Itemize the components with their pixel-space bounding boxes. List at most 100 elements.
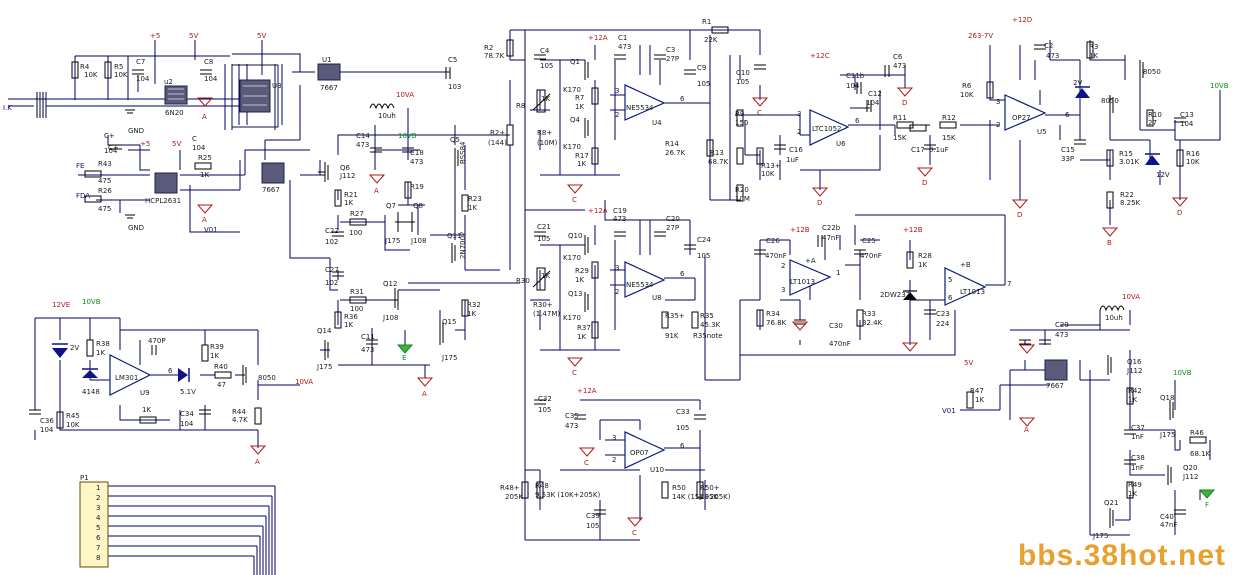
resistor-value: 1K xyxy=(575,276,584,284)
resistor-value: 78.7K xyxy=(484,52,505,60)
capacitor-value: 104 xyxy=(204,75,218,83)
capacitor-value: 470nF xyxy=(860,252,882,260)
pin-number: 1 xyxy=(836,269,840,277)
connector-pin: 5 xyxy=(96,524,100,532)
net-label: +12B xyxy=(903,226,923,234)
capacitor-ref: C35 xyxy=(565,412,579,420)
capacitor-value: 0.1uF xyxy=(929,146,949,154)
diode-label: 2V xyxy=(1073,79,1082,87)
capacitor-value: 27P xyxy=(666,224,679,232)
resistor-value: 1K xyxy=(467,310,476,318)
capacitor-ref: C9 xyxy=(697,64,706,72)
capacitor-ref: C14 xyxy=(356,132,370,140)
transistor-part: 8050 xyxy=(258,374,276,382)
ground-symbols xyxy=(125,87,1216,527)
resistor-ref: R42 xyxy=(1128,387,1142,395)
capacitor-ref: C6 xyxy=(893,53,903,61)
transistor-part: J108 xyxy=(382,314,398,322)
resistor-value: 15K xyxy=(942,134,956,142)
opamp-label: U5 xyxy=(1037,128,1047,136)
opamp-label: LT1013 xyxy=(960,288,985,296)
resistor-value: 32.4K xyxy=(862,319,883,327)
resistor-ref: R16 xyxy=(1186,150,1200,158)
capacitor-value: 105 xyxy=(676,424,689,432)
inductor-label: 10uh xyxy=(378,112,396,120)
resistor-value: 1K xyxy=(1128,490,1137,498)
resistor-ref: R38 xyxy=(96,340,110,348)
ground-letter: C xyxy=(584,459,589,467)
pin-numbers: 3 2 6 3 2 6 3 2 6 3 2 6 3 2 6 2 3 1 5 6 … xyxy=(168,87,1070,464)
resistor-value: 27 xyxy=(1148,119,1157,127)
resistor-ref: R28 xyxy=(918,252,932,260)
diode-label: 12V xyxy=(1156,171,1170,179)
connector-pin: 1 xyxy=(96,484,100,492)
capacitor-ref: C21 xyxy=(537,223,551,231)
resistor-value: (10M) xyxy=(537,139,558,147)
resistor-ref: R22 xyxy=(1120,191,1134,199)
capacitor-ref: C xyxy=(192,135,197,143)
chip-label: 7667 xyxy=(1046,382,1064,390)
net-label: +5 xyxy=(150,32,160,40)
ground-letter: F xyxy=(1205,501,1209,509)
ground-letter: E xyxy=(402,354,406,362)
resistor-ref: R47 xyxy=(970,387,984,395)
resistor-ref: R45 xyxy=(66,412,80,420)
net-label: GND xyxy=(128,224,144,232)
resistor-value: 3.01K xyxy=(1119,158,1140,166)
pin-number: 6 xyxy=(680,442,685,450)
capacitor-value: 47nF xyxy=(822,234,839,242)
capacitor-value: 47nF xyxy=(1160,521,1177,529)
net-label: 10VA xyxy=(295,378,313,386)
pin-number: 2 xyxy=(615,111,619,119)
opamp-label: LM301 xyxy=(115,374,138,382)
resistor-value: 15K xyxy=(893,134,907,142)
capacitor-ref: C32 xyxy=(538,395,552,403)
transistor-ref: Q12 xyxy=(383,280,397,288)
capacitor-ref: C5 xyxy=(448,56,457,64)
transistor-ref: Q18 xyxy=(1160,394,1174,402)
net-label: 5V xyxy=(257,32,266,40)
ground-letter: D xyxy=(922,179,927,187)
resistor-value: 10K xyxy=(761,170,775,178)
capacitor-value: 1nF xyxy=(1131,464,1144,472)
resistor-ref: R25 xyxy=(198,154,212,162)
connector-pin: 2 xyxy=(96,494,100,502)
transistor-ref: Q5 xyxy=(450,136,460,144)
transistor-symbols xyxy=(242,60,1174,528)
resistor-value: 1K xyxy=(1089,52,1098,60)
resistor-ref: R37 xyxy=(577,324,591,332)
resistor-value: 1K xyxy=(468,204,477,212)
pin-number: 3 xyxy=(996,98,1000,106)
resistor-ref: R2 xyxy=(484,44,493,52)
resistor-ref: R7 xyxy=(575,94,584,102)
transistor-part: J175 xyxy=(316,363,332,371)
capacitor-ref: C17 xyxy=(911,146,925,154)
resistor-value: 9.53K (10K+205K) xyxy=(535,491,600,499)
capacitor-ref: C11 xyxy=(361,333,375,341)
pin-number: 2 xyxy=(615,288,619,296)
capacitor-value: 105 xyxy=(538,406,551,414)
capacitor-ref: C34 xyxy=(180,410,194,418)
transistor-ref: Q7 xyxy=(386,202,396,210)
ground-letter: C xyxy=(572,196,577,204)
capacitor-ref: C38 xyxy=(1131,454,1145,462)
ground-letter: A xyxy=(202,113,207,121)
capacitor-ref: C2 xyxy=(1044,42,1053,50)
chip-label: 7667 xyxy=(320,84,338,92)
capacitor-value: 473 xyxy=(893,62,906,70)
resistor-value: 1K xyxy=(541,95,550,103)
capacitor-ref: C19 xyxy=(613,207,627,215)
diode-symbols xyxy=(52,86,1160,382)
opamp-label: OP07 xyxy=(630,449,649,457)
resistor-value: 45.3K xyxy=(700,321,721,329)
capacitor-value: 104 xyxy=(180,420,194,428)
resistor-ref: R50+ xyxy=(700,484,720,492)
watermark: bbs.38hot.net xyxy=(1017,539,1226,572)
resistor-value: 47 xyxy=(217,381,226,389)
pin-number: 6 xyxy=(168,367,173,375)
net-label: 10VB xyxy=(398,132,417,140)
capacitor-value: 27P xyxy=(666,55,679,63)
ground-letter: A xyxy=(1024,426,1029,434)
resistor-ref: R3 xyxy=(1089,43,1098,51)
